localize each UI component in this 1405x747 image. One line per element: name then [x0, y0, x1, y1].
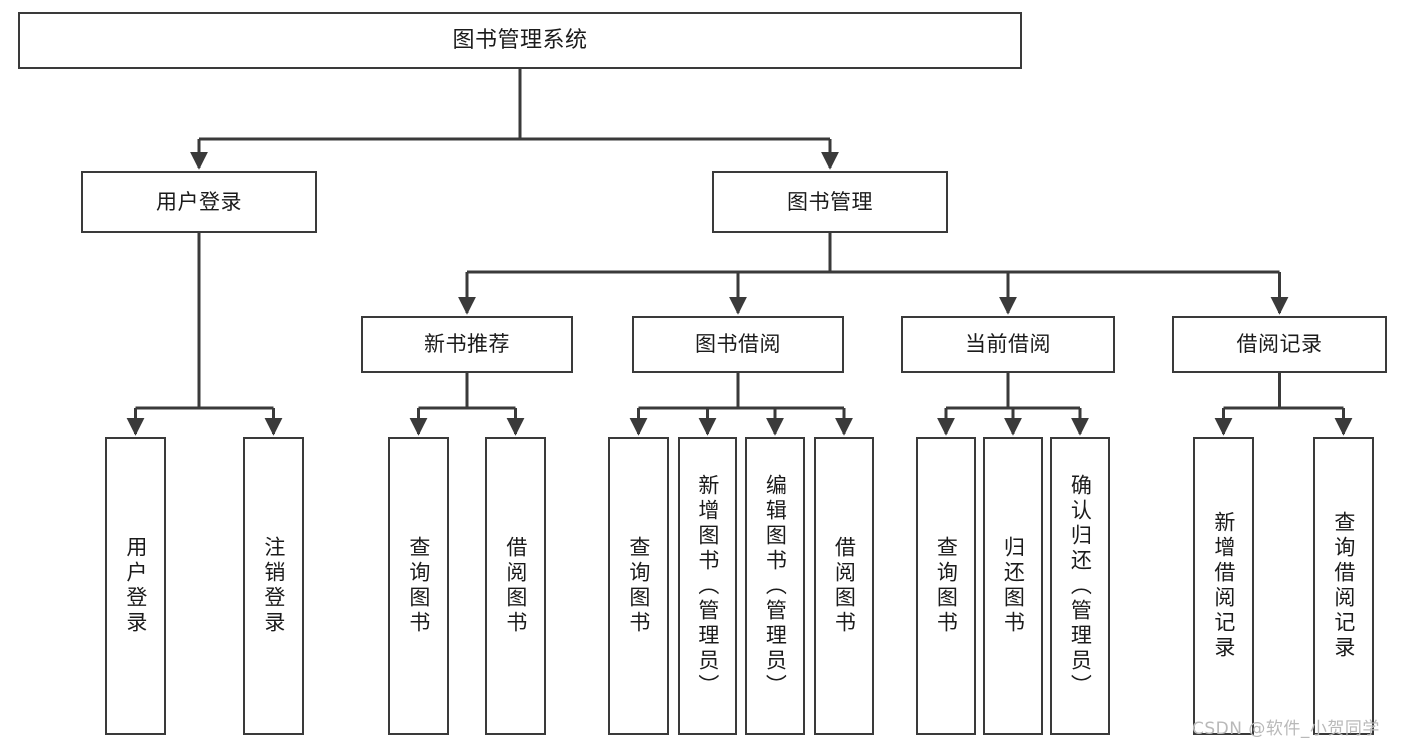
- node-user-login-label: 用户登录: [156, 189, 242, 214]
- node-root-label: 图书管理系统: [452, 27, 588, 53]
- node-leaf-user-logout-label: 注销登录: [261, 536, 286, 636]
- node-leaf-bb-add-book[interactable]: 新增图书（管理员）: [678, 437, 737, 735]
- node-leaf-br-add-record-label: 新增借阅记录: [1211, 511, 1236, 661]
- node-leaf-user-login[interactable]: 用户登录: [105, 437, 166, 735]
- node-leaf-cb-query-book-label: 查询图书: [934, 536, 959, 636]
- node-leaf-bb-query-book-label: 查询图书: [626, 536, 651, 636]
- node-current-borrow[interactable]: 当前借阅: [901, 316, 1115, 373]
- node-leaf-cb-query-book[interactable]: 查询图书: [916, 437, 976, 735]
- node-leaf-bb-edit-book[interactable]: 编辑图书（管理员）: [745, 437, 805, 735]
- node-leaf-br-add-record[interactable]: 新增借阅记录: [1193, 437, 1254, 735]
- node-book-manage-label: 图书管理: [787, 189, 873, 214]
- node-leaf-cb-confirm-return[interactable]: 确认归还（管理员）: [1050, 437, 1110, 735]
- csdn-watermark: CSDN @软件_小贺同学: [1192, 719, 1380, 739]
- node-book-borrow[interactable]: 图书借阅: [632, 316, 844, 373]
- node-leaf-cb-return-book[interactable]: 归还图书: [983, 437, 1043, 735]
- node-book-manage[interactable]: 图书管理: [712, 171, 948, 233]
- node-borrow-record[interactable]: 借阅记录: [1172, 316, 1387, 373]
- node-user-login[interactable]: 用户登录: [81, 171, 317, 233]
- node-leaf-cb-return-book-label: 归还图书: [1001, 536, 1026, 636]
- node-current-borrow-label: 当前借阅: [965, 332, 1051, 357]
- node-root[interactable]: 图书管理系统: [18, 12, 1022, 69]
- node-leaf-bb-add-book-label: 新增图书（管理员）: [695, 473, 720, 699]
- node-new-book-rec-label: 新书推荐: [424, 332, 510, 357]
- node-leaf-bb-edit-book-label: 编辑图书（管理员）: [763, 473, 788, 699]
- node-leaf-br-query-record-label: 查询借阅记录: [1331, 511, 1356, 661]
- node-borrow-record-label: 借阅记录: [1236, 332, 1323, 357]
- node-leaf-bb-borrow-book[interactable]: 借阅图书: [814, 437, 874, 735]
- node-leaf-bb-borrow-book-label: 借阅图书: [832, 536, 857, 636]
- node-book-borrow-label: 图书借阅: [695, 332, 781, 357]
- node-leaf-user-login-label: 用户登录: [123, 536, 148, 636]
- node-leaf-bb-query-book[interactable]: 查询图书: [608, 437, 669, 735]
- node-leaf-rec-query-book[interactable]: 查询图书: [388, 437, 449, 735]
- node-leaf-user-logout[interactable]: 注销登录: [243, 437, 304, 735]
- node-leaf-rec-borrow-book[interactable]: 借阅图书: [485, 437, 546, 735]
- node-leaf-br-query-record[interactable]: 查询借阅记录: [1313, 437, 1374, 735]
- node-leaf-rec-borrow-book-label: 借阅图书: [503, 536, 528, 636]
- node-leaf-cb-confirm-return-label: 确认归还（管理员）: [1068, 473, 1093, 699]
- node-leaf-rec-query-book-label: 查询图书: [406, 536, 431, 636]
- node-new-book-rec[interactable]: 新书推荐: [361, 316, 573, 373]
